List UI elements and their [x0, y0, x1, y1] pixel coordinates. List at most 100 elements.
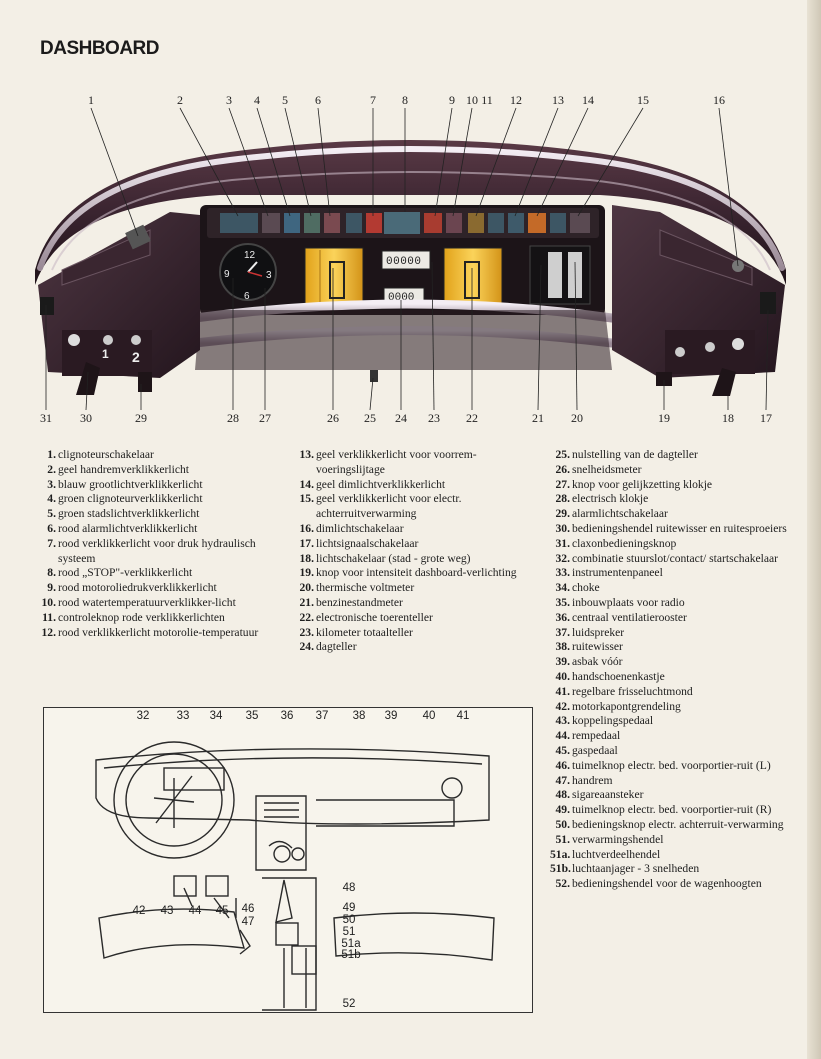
legend-text: claxonbedieningsknop	[572, 536, 677, 550]
pod-label-1: 1	[102, 347, 109, 361]
legend-item: 13.geel verklikkerlicht voor voorrem-voe…	[294, 448, 524, 478]
legend-text: lichtschakelaar (stad - grote weg)	[316, 551, 471, 565]
legend-item: 47.handrem	[550, 774, 795, 789]
legend-item: 34.choke	[550, 581, 795, 596]
legend-text: geel verklikkerlicht voor electr. achter…	[316, 492, 462, 521]
callout-11: 11	[481, 93, 493, 107]
callout-27: 27	[259, 411, 271, 425]
inset-callout-45: 45	[215, 905, 229, 917]
legend-text: geel handremverklikkerlicht	[58, 462, 190, 476]
legend-number: 18.	[299, 551, 315, 565]
top-chrome-trim	[37, 146, 785, 271]
callout-26: 26	[327, 411, 339, 425]
inset-callout-44: 44	[188, 905, 202, 917]
legend-text: bedieningshendel ruitewisser en ruitespr…	[572, 521, 787, 535]
legend-item: 41.regelbare frisseluchtmond	[550, 685, 795, 700]
legend-number: 34.	[555, 581, 571, 595]
legend-item: 36.centraal ventilatierooster	[550, 611, 795, 626]
legend-number: 6.	[47, 521, 56, 535]
legend-number: 41.	[555, 684, 571, 698]
legend-number: 42.	[555, 699, 571, 713]
legend-text: asbak vóór	[572, 655, 623, 669]
legend-number: 36.	[555, 610, 571, 624]
inset-callout-37: 37	[315, 710, 329, 722]
legend-number: 43.	[555, 714, 571, 728]
clock-6: 6	[244, 291, 250, 302]
callout-20: 20	[571, 411, 583, 425]
legend-item: 6.rood alarmlichtverklikkerlicht	[38, 522, 273, 537]
callout-25: 25	[364, 411, 376, 425]
total-counter	[381, 250, 431, 270]
callout-12: 12	[510, 93, 522, 107]
legend-text: ruitewisser	[572, 640, 623, 654]
legend-item: 51a.luchtverdeelhendel	[550, 848, 795, 863]
clock-9: 9	[224, 269, 230, 280]
legend-number: 12.	[41, 625, 57, 639]
legend-number: 11.	[42, 610, 56, 624]
legend-text: handrem	[572, 773, 613, 787]
legend-text: combinatie stuurslot/contact/ startschak…	[572, 551, 779, 565]
callout-4: 4	[254, 93, 260, 107]
legend-text: nulstelling van de dagteller	[572, 448, 698, 461]
legend-item: 1.clignoteurschakelaar	[38, 448, 273, 463]
legend-text: groen stadslichtverklikkerlicht	[58, 507, 200, 521]
callout-22: 22	[466, 411, 478, 425]
tachometer-drum	[443, 247, 503, 305]
legend-text: luchtaanjager - 3 snelheden	[572, 862, 700, 876]
legend-item: 26.snelheidsmeter	[550, 463, 795, 478]
legend-text: koppelingspedaal	[572, 714, 654, 728]
legend-column-2: 13.geel verklikkerlicht voor voorrem-voe…	[294, 448, 524, 655]
legend-item: 24.dagteller	[294, 640, 524, 655]
callout-21: 21	[532, 411, 544, 425]
legend-item: 32.combinatie stuurslot/contact/ startsc…	[550, 552, 795, 567]
legend-text: electronische toerenteller	[316, 610, 433, 624]
legend-item: 21.benzinestandmeter	[294, 596, 524, 611]
legend-item: 25.nulstelling van de dagteller	[550, 448, 795, 463]
legend-item: 17.lichtsignaalschakelaar	[294, 537, 524, 552]
legend-text: rood „STOP"-verklikkerlicht	[58, 566, 193, 580]
callout-5: 5	[282, 93, 288, 107]
legend-item: 50.bedieningsknop electr. achterruit-ver…	[550, 818, 795, 833]
legend-item: 33.instrumentenpaneel	[550, 566, 795, 581]
legend-text: rempedaal	[572, 729, 621, 743]
legend-text: benzinestandmeter	[316, 595, 403, 609]
legend-text: regelbare frisseluchtmond	[572, 684, 693, 698]
legend-number: 46.	[555, 758, 571, 772]
legend-text: geel verklikkerlicht voor voorrem-voerin…	[316, 448, 477, 476]
legend-item: 22.electronische toerenteller	[294, 611, 524, 626]
legend-number: 3.	[47, 477, 56, 491]
inset-callout-38: 38	[352, 710, 366, 722]
legend-number: 29.	[555, 507, 571, 521]
legend-number: 38.	[555, 640, 571, 654]
legend-number: 40.	[555, 669, 571, 683]
hood-arch	[35, 140, 786, 285]
legend-text: verwarmingshendel	[572, 832, 664, 846]
legend-item: 10.rood watertemperatuurverklikker-licht	[38, 596, 273, 611]
legend-item: 20.thermische voltmeter	[294, 581, 524, 596]
inset-callout-39: 39	[384, 710, 398, 722]
legend-number: 35.	[555, 595, 571, 609]
legend-text: blauw grootlichtverklikkerlicht	[58, 477, 203, 491]
legend-number: 31.	[555, 536, 571, 550]
callout-19: 19	[658, 411, 670, 425]
legend-text: clignoteurschakelaar	[58, 448, 154, 461]
legend-text: tuimelknop electr. bed. voorportier-ruit…	[572, 758, 771, 772]
legend-text: thermische voltmeter	[316, 581, 415, 595]
inset-callout-50: 50	[342, 914, 356, 926]
inset-callout-43: 43	[160, 905, 174, 917]
legend-text: knop voor gelijkzetting klokje	[572, 477, 713, 491]
legend-text: geel dimlichtverklikkerlicht	[316, 477, 446, 491]
legend-number: 21.	[299, 595, 315, 609]
legend-item: 51b.luchtaanjager - 3 snelheden	[550, 862, 795, 877]
legend-item: 45.gaspedaal	[550, 744, 795, 759]
callout-3: 3	[226, 93, 232, 107]
legend-number: 48.	[555, 788, 571, 802]
legend-item: 35.inbouwplaats voor radio	[550, 596, 795, 611]
inset-callout-46: 46	[241, 903, 255, 915]
legend-number: 23.	[299, 625, 315, 639]
legend-number: 44.	[555, 729, 571, 743]
legend-text: groen clignoteurverklikkerlicht	[58, 492, 203, 506]
dashboard-illustration: 12 9 3 6 00000 0000 1 2	[35, 107, 786, 411]
inset-callout-42: 42	[132, 905, 146, 917]
legend-number: 33.	[555, 566, 571, 580]
